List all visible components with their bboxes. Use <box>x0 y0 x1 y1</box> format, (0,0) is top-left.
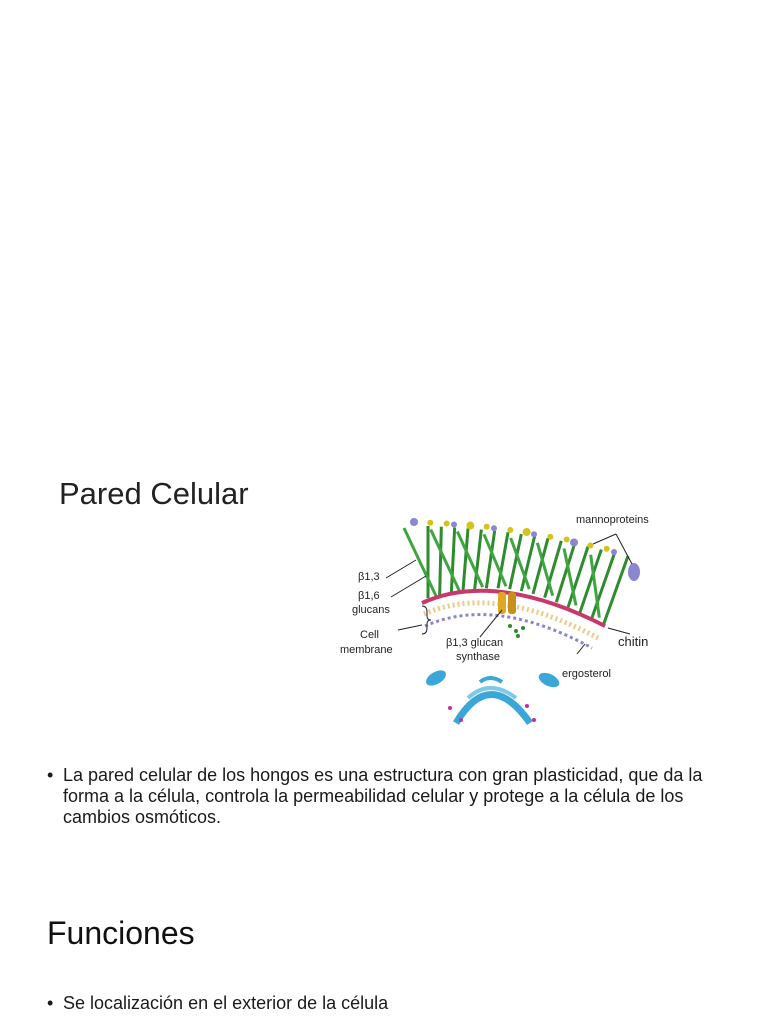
glucan-fibre <box>402 527 438 597</box>
glucan-fibre <box>484 530 497 589</box>
mannoprotein-tuft <box>628 563 640 581</box>
mannoprotein-tuft <box>547 533 554 540</box>
mannoprotein-tuft <box>483 523 490 530</box>
glucan-fibre <box>589 552 617 621</box>
mannoprotein-tuft <box>410 518 418 526</box>
beta13-label: β1,3 <box>358 571 380 583</box>
cell-membrane-inner <box>424 613 593 650</box>
glucan-fibre <box>589 554 601 618</box>
description-paragraph: La pared celular de los hongos es una es… <box>47 765 727 828</box>
cell-wall-diagram: mannoproteins β1,3 β1,6 glucans Cell mem… <box>330 498 670 738</box>
glucans-label: glucans <box>352 604 390 616</box>
mannoprotein-tuft <box>522 528 531 537</box>
glucan-fibre <box>508 533 523 590</box>
glucan-fibre <box>601 555 630 627</box>
glucan-fibre <box>482 533 508 587</box>
mannoprotein-tuft <box>507 527 514 534</box>
glucan-synthase <box>498 592 525 638</box>
organelles <box>426 670 560 726</box>
glucan-fibre <box>566 546 590 608</box>
chitin-label: chitin <box>618 634 648 649</box>
mannoproteins-label: mannoproteins <box>576 514 649 526</box>
mannoprotein-tuft <box>563 536 570 543</box>
glucan-fibre <box>473 529 483 590</box>
glucan-fibre <box>438 526 443 596</box>
mannoprotein-tuft <box>611 549 617 555</box>
glucan-fibre <box>461 528 470 591</box>
glucan-fibre <box>509 537 531 590</box>
mannoprotein-tuft <box>570 538 578 547</box>
glucan-fibre <box>455 530 485 588</box>
mannoproteins-layer <box>410 518 640 581</box>
leader-lines <box>385 533 633 655</box>
glucan-fibre <box>531 537 550 595</box>
mannoprotein-tuft <box>491 525 497 532</box>
ergosterol-label: ergosterol <box>562 668 611 680</box>
mannoprotein-tuft <box>603 545 610 552</box>
glucan-fibre <box>543 540 563 599</box>
glucan-fibres <box>402 526 630 627</box>
mannoprotein-tuft <box>531 531 537 538</box>
mannoprotein-tuft <box>427 519 434 526</box>
glucan-fibre <box>429 528 461 592</box>
cell-wall-illustration: mannoproteins β1,3 β1,6 glucans Cell mem… <box>340 514 649 726</box>
glucan-fibre <box>449 527 457 593</box>
membrane-label: membrane <box>340 644 393 656</box>
cell-label: Cell <box>360 629 379 641</box>
synthase-label-line2: synthase <box>456 651 500 663</box>
functions-list: Se localización en el exterior de la cél… <box>47 992 727 1014</box>
mannoprotein-tuft <box>451 521 457 528</box>
glucan-fibre <box>578 549 603 614</box>
function-item: Se localización en el exterior de la cél… <box>47 992 727 1014</box>
glucan-fibre <box>519 535 537 592</box>
slide-title: Pared Celular <box>59 476 249 511</box>
functions-heading: Funciones <box>47 915 195 951</box>
mannoprotein-tuft <box>443 520 450 527</box>
synthase-label-line1: β1,3 glucan <box>446 637 503 649</box>
glucan-fibre <box>562 548 578 606</box>
beta16-label: β1,6 <box>358 590 380 602</box>
mannoprotein-tuft <box>587 542 594 549</box>
glucan-fibre <box>554 543 577 603</box>
description-list: La pared celular de los hongos es una es… <box>47 765 727 828</box>
glucan-fibre <box>535 542 555 597</box>
mannoprotein-tuft <box>466 521 475 530</box>
glucan-fibre <box>496 532 510 589</box>
